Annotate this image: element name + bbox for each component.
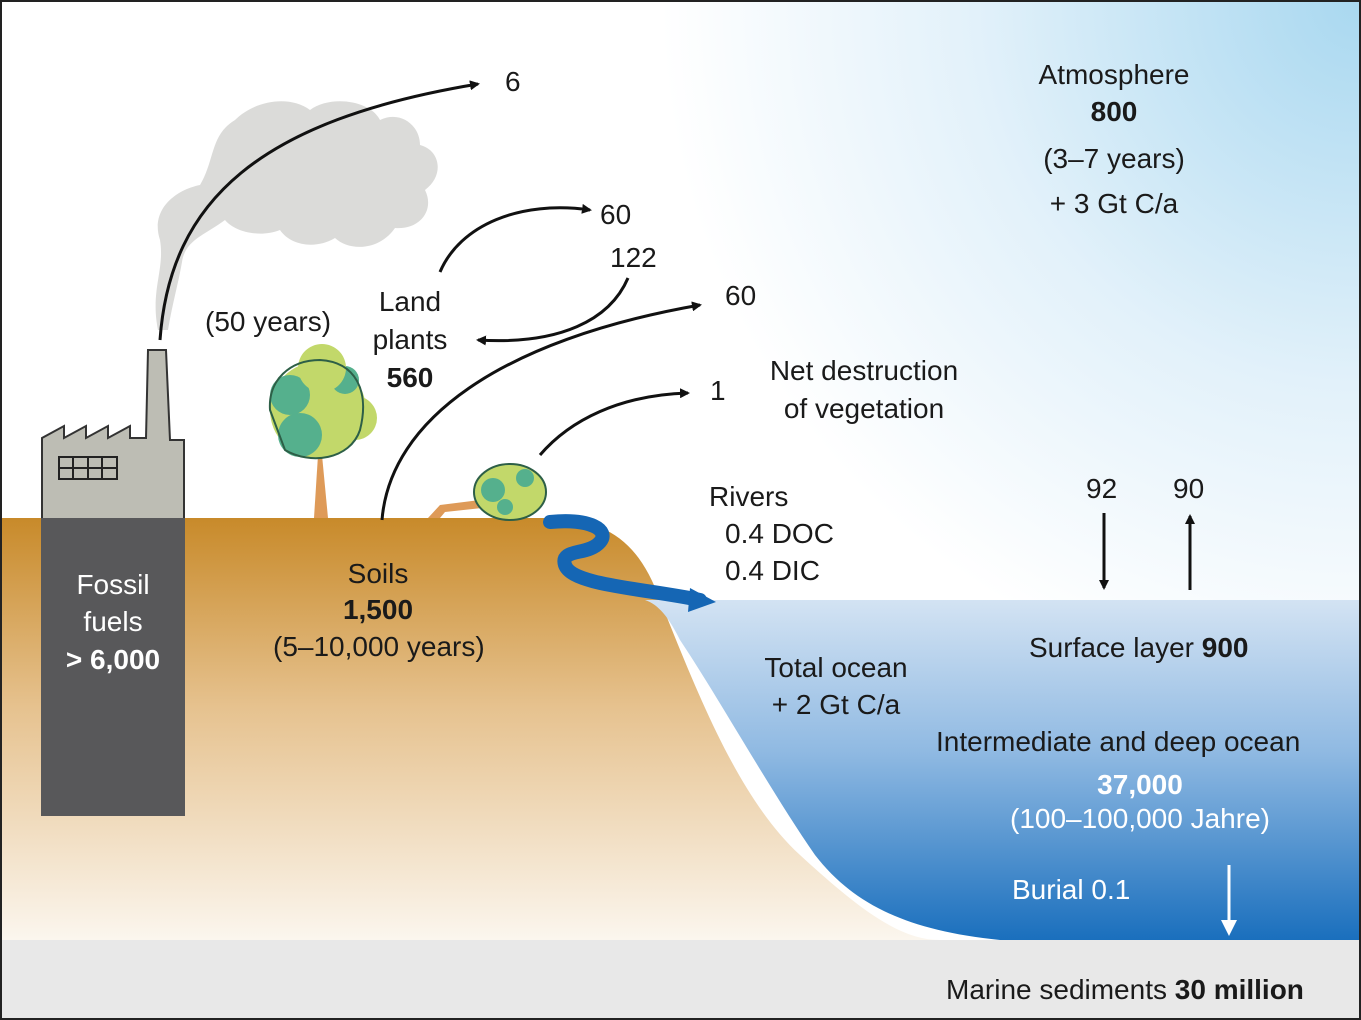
plants-label-line2: plants <box>372 324 448 355</box>
plants-release-flux: 60 <box>600 199 632 230</box>
river <box>543 514 707 607</box>
soils-label: Soils <box>347 558 409 589</box>
fossil-amount: > 6,000 <box>65 644 161 675</box>
surface-layer-label: Surface layer 900 <box>1029 629 1248 666</box>
plants-uptake-flux: 122 <box>610 242 657 273</box>
marine-sediments-text: Marine sediments <box>946 974 1167 1005</box>
surface-layer-amount: 900 <box>1201 632 1249 663</box>
rivers-label: Rivers <box>709 481 789 512</box>
soils-release-flux: 60 <box>725 280 757 311</box>
smoke-plume <box>155 101 438 330</box>
atmosphere-amount: 800 <box>1090 96 1138 127</box>
factory <box>41 349 185 521</box>
ocean-uptake-flux: 92 <box>1086 473 1118 504</box>
fossil-label-line1: Fossil <box>76 569 150 600</box>
total-ocean-label: Total ocean <box>764 652 908 683</box>
burial-arrow <box>1221 865 1237 936</box>
burial-label: Burial 0.1 <box>1012 874 1131 905</box>
soils-amount: 1,500 <box>342 594 414 625</box>
atmosphere-label: Atmosphere <box>1038 59 1190 90</box>
vegetation-flux: 1 <box>710 375 726 406</box>
arrow-vegetation-destruction <box>538 388 690 456</box>
rivers-doc: 0.4 DOC <box>725 518 834 549</box>
river-arrowhead <box>688 588 716 612</box>
tree-illustration <box>268 344 377 518</box>
vegetation-label-line1: Net destruction <box>769 355 959 386</box>
ocean-body <box>645 600 1361 940</box>
deep-ocean-amount: 37,000 <box>1097 769 1183 800</box>
vegetation-label-line2: of vegetation <box>783 393 945 424</box>
plants-turnover: (50 years) <box>205 306 332 337</box>
atmosphere-increase: + 3 Gt C/a <box>1049 188 1179 219</box>
deep-ocean-label: Intermediate and deep ocean <box>936 726 1301 757</box>
bush-illustration <box>428 463 547 521</box>
soil-land <box>0 518 1361 1020</box>
ocean-release-flux: 90 <box>1173 473 1205 504</box>
arrow-fossil-emission <box>158 80 480 341</box>
soils-turnover: (5–10,000 years) <box>273 631 485 662</box>
fossil-fuels-block <box>41 518 185 816</box>
surface-layer-text: Surface layer <box>1029 632 1194 663</box>
rivers-dic: 0.4 DIC <box>725 555 820 586</box>
fossil-emission-flux: 6 <box>505 66 521 97</box>
fossil-label-line2: fuels <box>83 606 143 637</box>
total-ocean-increase: + 2 Gt C/a <box>771 689 901 720</box>
marine-sediments-strip <box>0 940 1361 1020</box>
atmosphere-turnover: (3–7 years) <box>1043 143 1185 174</box>
arrow-soil-release <box>380 301 702 521</box>
arrow-plants-uptake <box>476 277 630 346</box>
plants-label-line1: Land <box>378 286 442 317</box>
flux-arrows <box>158 80 1195 590</box>
marine-sediments-label: Marine sediments 30 million <box>946 971 1304 1008</box>
deep-ocean-turnover: (100–100,000 Jahre) <box>1010 803 1270 834</box>
marine-sediments-amount: 30 million <box>1174 974 1304 1005</box>
arrow-plants-release <box>438 203 592 273</box>
plants-amount: 560 <box>386 362 434 393</box>
